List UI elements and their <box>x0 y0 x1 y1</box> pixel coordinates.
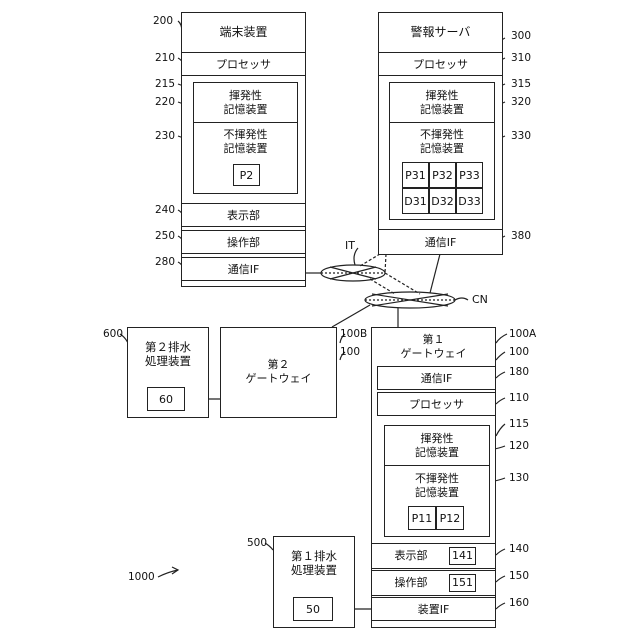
drain1-line1: 第１排水 <box>273 550 355 563</box>
ref-600: 600 <box>103 328 123 340</box>
gateway1-comm-label: 通信IF <box>377 372 496 385</box>
gateway1-p12-label: P12 <box>436 512 464 525</box>
gateway1-operation-label: 操作部 <box>383 576 439 589</box>
drain2-inner-label: 60 <box>147 393 185 406</box>
ref-115: 115 <box>509 418 529 430</box>
gateway1-nonvolatile-line1: 不揮発性 <box>384 472 490 485</box>
it-network-ellipse <box>321 265 385 281</box>
ref-320: 320 <box>511 96 531 108</box>
it-network-label: IT <box>345 240 355 252</box>
gateway1-volatile-line2: 記憶装置 <box>384 446 490 459</box>
ref-100-gw2: 100 <box>340 346 360 358</box>
ref-200: 200 <box>153 15 173 27</box>
ref-100a: 100A <box>509 328 536 340</box>
terminal-program-label: P2 <box>233 169 260 182</box>
ref-330: 330 <box>511 130 531 142</box>
cn-network-label: CN <box>472 294 488 306</box>
drain2-line2: 処理装置 <box>127 355 209 368</box>
terminal-volatile-line1: 揮発性 <box>193 89 298 102</box>
ref-220: 220 <box>155 96 175 108</box>
server-cell-p32-label: P32 <box>429 169 456 182</box>
server-nonvolatile-line1: 不揮発性 <box>389 128 495 141</box>
ref-110: 110 <box>509 392 529 404</box>
server-comm-label: 通信IF <box>378 236 503 249</box>
ref-310: 310 <box>511 52 531 64</box>
ref-160: 160 <box>509 597 529 609</box>
ref-1000: 1000 <box>128 571 155 583</box>
gateway1-display-badge-label: 141 <box>449 549 476 562</box>
server-processor-label: プロセッサ <box>378 58 503 71</box>
ref-230: 230 <box>155 130 175 142</box>
terminal-nonvolatile-line2: 記憶装置 <box>193 142 298 155</box>
cn-network-ellipse <box>365 292 455 308</box>
drain1-inner-label: 50 <box>293 603 333 616</box>
ref-100-gw1: 100 <box>509 346 529 358</box>
gateway1-operation-badge-label: 151 <box>449 576 476 589</box>
ref-130: 130 <box>509 472 529 484</box>
ref-140: 140 <box>509 543 529 555</box>
terminal-title: 端末装置 <box>181 26 306 39</box>
gateway2-line2: ゲートウェイ <box>220 372 337 385</box>
terminal-nonvolatile-line1: 不揮発性 <box>193 128 298 141</box>
ref-120: 120 <box>509 440 529 452</box>
gateway1-p11-label: P11 <box>408 512 436 525</box>
terminal-processor-label: プロセッサ <box>181 58 306 71</box>
server-nonvolatile-line2: 記憶装置 <box>389 142 495 155</box>
gateway2-line1: 第２ <box>220 358 337 371</box>
ref-250: 250 <box>155 230 175 242</box>
ref-180: 180 <box>509 366 529 378</box>
ref-240: 240 <box>155 204 175 216</box>
gateway1-volatile-line1: 揮発性 <box>384 432 490 445</box>
terminal-operation-label: 操作部 <box>181 236 306 249</box>
server-volatile-line1: 揮発性 <box>389 89 495 102</box>
ref-280: 280 <box>155 256 175 268</box>
drain1-line2: 処理装置 <box>273 564 355 577</box>
server-title: 警報サーバ <box>378 26 503 39</box>
ref-300: 300 <box>511 30 531 42</box>
ref-150: 150 <box>509 570 529 582</box>
gateway1-nonvolatile-line2: 記憶装置 <box>384 486 490 499</box>
server-cell-d31-label: D31 <box>402 195 429 208</box>
drain2-line1: 第２排水 <box>127 341 209 354</box>
terminal-display-label: 表示部 <box>181 209 306 222</box>
gateway1-line1: 第１ <box>371 333 496 346</box>
ref-315: 315 <box>511 78 531 90</box>
ref-100b: 100B <box>340 328 367 340</box>
gateway1-display-label: 表示部 <box>383 549 439 562</box>
gateway1-line2: ゲートウェイ <box>371 347 496 360</box>
gateway1-processor-label: プロセッサ <box>377 398 496 411</box>
server-volatile-line2: 記憶装置 <box>389 103 495 116</box>
ref-500: 500 <box>247 537 267 549</box>
server-cell-p33-label: P33 <box>456 169 483 182</box>
server-cell-d33-label: D33 <box>456 195 483 208</box>
ref-380: 380 <box>511 230 531 242</box>
server-cell-d32-label: D32 <box>429 195 456 208</box>
server-cell-p31-label: P31 <box>402 169 429 182</box>
terminal-comm-label: 通信IF <box>181 263 306 276</box>
ref-210: 210 <box>155 52 175 64</box>
gateway1-device-if-label: 装置IF <box>371 603 496 616</box>
ref-215: 215 <box>155 78 175 90</box>
terminal-volatile-line2: 記憶装置 <box>193 103 298 116</box>
